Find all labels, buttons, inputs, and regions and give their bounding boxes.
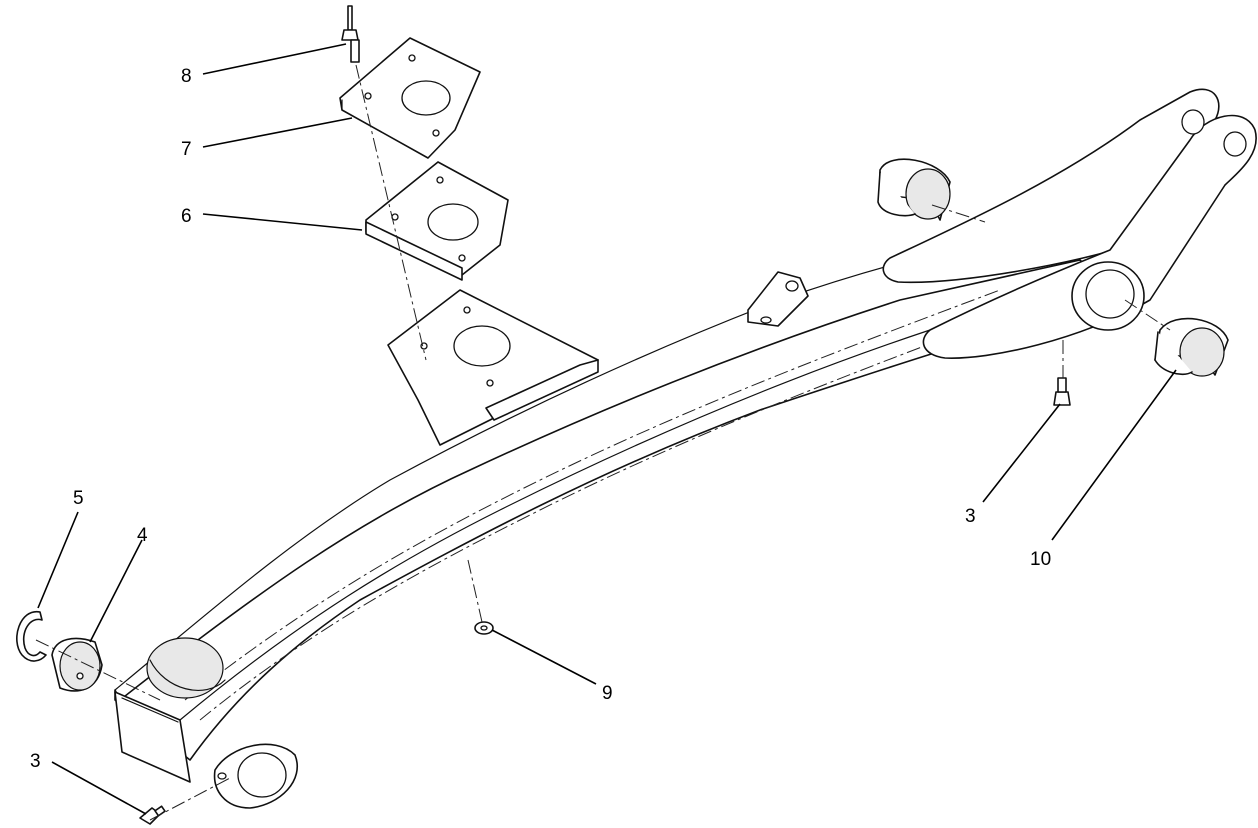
spacer-plate: [365, 161, 509, 281]
leader-6: [202, 213, 363, 231]
grease-fitting-lower: [139, 805, 166, 825]
leader-9: [491, 629, 597, 685]
assembly-centerlines: [35, 64, 1171, 821]
leader-10: [1051, 369, 1177, 541]
pin-rivet: [341, 5, 360, 63]
leader-lines: [37, 43, 1177, 815]
callout-10: 10: [1030, 549, 1051, 570]
mounting-bracket: [387, 289, 599, 446]
callout-9: 9: [602, 683, 613, 704]
callout-8: 8: [181, 66, 192, 87]
callout-6: 6: [181, 206, 192, 227]
callout-5: 5: [73, 488, 84, 509]
callout-labels: 8 7 6 5 4 3 3 9 10: [30, 66, 1051, 772]
end-cap-plug: [51, 637, 103, 692]
bushing-upper: [877, 158, 951, 221]
callout-3-lower: 3: [30, 751, 41, 772]
leader-3-lower: [51, 761, 147, 815]
retaining-ring: [16, 611, 47, 662]
leader-8: [202, 43, 347, 75]
leader-7: [202, 117, 353, 148]
callout-7: 7: [181, 139, 192, 160]
grease-fitting-upper: [1053, 377, 1071, 406]
callout-3-upper: 3: [965, 506, 976, 527]
arm-ear-tab: [747, 271, 809, 327]
bushing-lower: [1154, 317, 1229, 377]
leader-3-upper: [982, 403, 1061, 503]
leader-4: [89, 539, 143, 643]
leader-5: [37, 511, 79, 609]
rear-yoke: [882, 88, 1257, 359]
callout-4: 4: [137, 525, 148, 546]
washer: [474, 621, 494, 635]
top-plate: [339, 37, 481, 159]
